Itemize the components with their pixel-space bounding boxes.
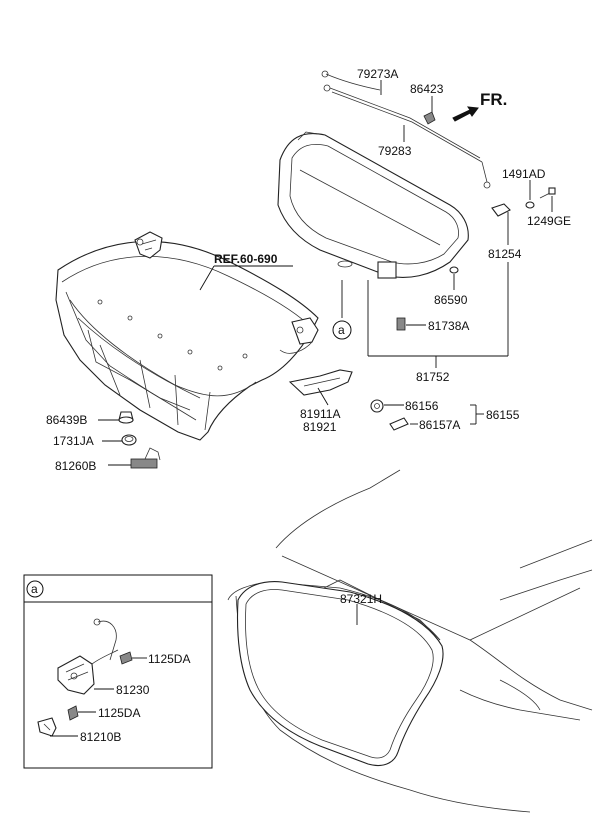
label-86155: 86155 [486,408,520,422]
label-1125DA-1: 1125DA [148,652,190,666]
callout-circle-a [332,320,352,340]
gas-strut-79283 [323,84,491,189]
label-1731JA: 1731JA [53,434,94,448]
label-ref: REF.60-690 [214,252,278,266]
label-fr: FR. [480,90,507,109]
label-86423: 86423 [410,82,444,96]
label-79273A: 79273A [357,67,398,81]
clip-86423 [423,111,436,125]
front-arrow [452,106,479,122]
label-1125DA-2: 1125DA [98,706,140,720]
label-1491AD: 1491AD [502,167,546,181]
leader-lines [50,80,553,737]
label-81738A: 81738A [428,319,469,333]
label-1249GE: 1249GE [527,214,571,228]
rod-79273A [321,70,381,91]
hinge-left [134,231,163,259]
trunk-trim-panel [277,131,469,279]
label-86590: 86590 [434,293,468,307]
label-86439B: 86439B [46,413,87,427]
screw-1249GE [539,187,556,199]
label-81911A: 81911A [300,407,340,421]
bracket-81911A [288,369,353,396]
label-81230: 81230 [116,683,150,697]
callout-label-a: a [338,323,345,337]
hinge-right [279,317,319,354]
inset-callout-label-a: a [31,582,38,596]
weatherstrip-87321H [236,581,444,767]
label-79283: 79283 [378,144,412,158]
inset-callout-circle-a [26,580,44,598]
label-87321H: 87321H [340,592,382,606]
label-86157A: 86157A [419,418,460,432]
label-81921: 81921 [303,420,337,434]
label-81260B: 81260B [55,459,96,473]
bracket-81254 [491,203,511,217]
part-1731JA [121,434,137,446]
part-86439B [118,411,134,424]
part-81260B [130,447,161,469]
label-81210B: 81210B [80,730,121,744]
label-81254: 81254 [488,247,522,261]
nut-1491AD [525,201,535,209]
part-86156 [370,399,384,413]
trunk-lid [55,240,319,441]
label-81752: 81752 [416,370,450,384]
part-81738A [396,317,406,331]
part-86157A [389,417,409,431]
part-labels: 79273A 86423 FR. 79283 1491AD 1249GE REF… [31,67,571,744]
label-86156: 86156 [405,399,439,413]
part-86590 [449,266,459,274]
